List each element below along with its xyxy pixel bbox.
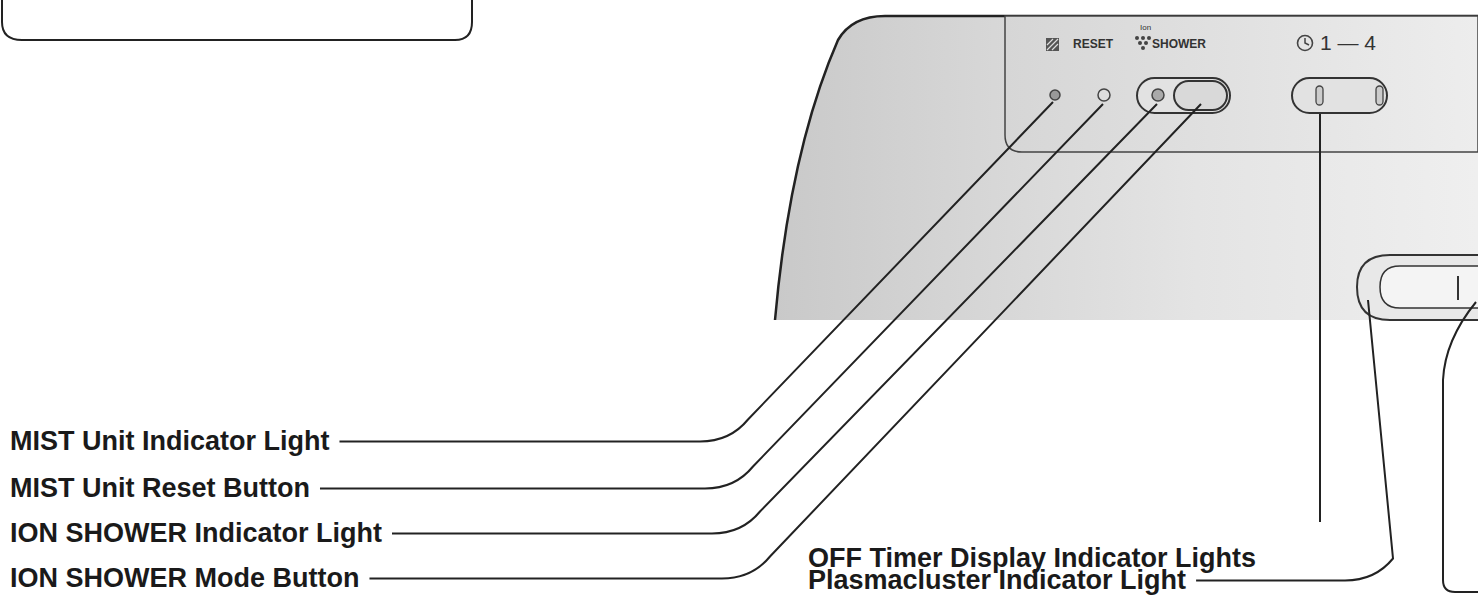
leader-line — [339, 102, 1053, 442]
panel-label: 1 — 4 — [1320, 32, 1376, 53]
leader-line — [1319, 114, 1321, 522]
leader-line — [320, 104, 1103, 489]
callout-label: Plasmacluster Indicator Light — [808, 567, 1186, 594]
leader-line — [1196, 300, 1393, 581]
panel-label: RESET — [1073, 38, 1113, 50]
panel-label: SHOWER — [1152, 38, 1206, 50]
callout-label: MIST Unit Indicator Light — [10, 428, 329, 455]
callout-label: ION SHOWER Indicator Light — [10, 520, 382, 547]
callout-label: MIST Unit Reset Button — [10, 475, 310, 502]
panel-label: Ion — [1140, 24, 1151, 32]
leader-line — [369, 104, 1201, 579]
leader-line — [392, 104, 1157, 534]
callout-label: ION SHOWER Mode Button — [10, 565, 359, 592]
